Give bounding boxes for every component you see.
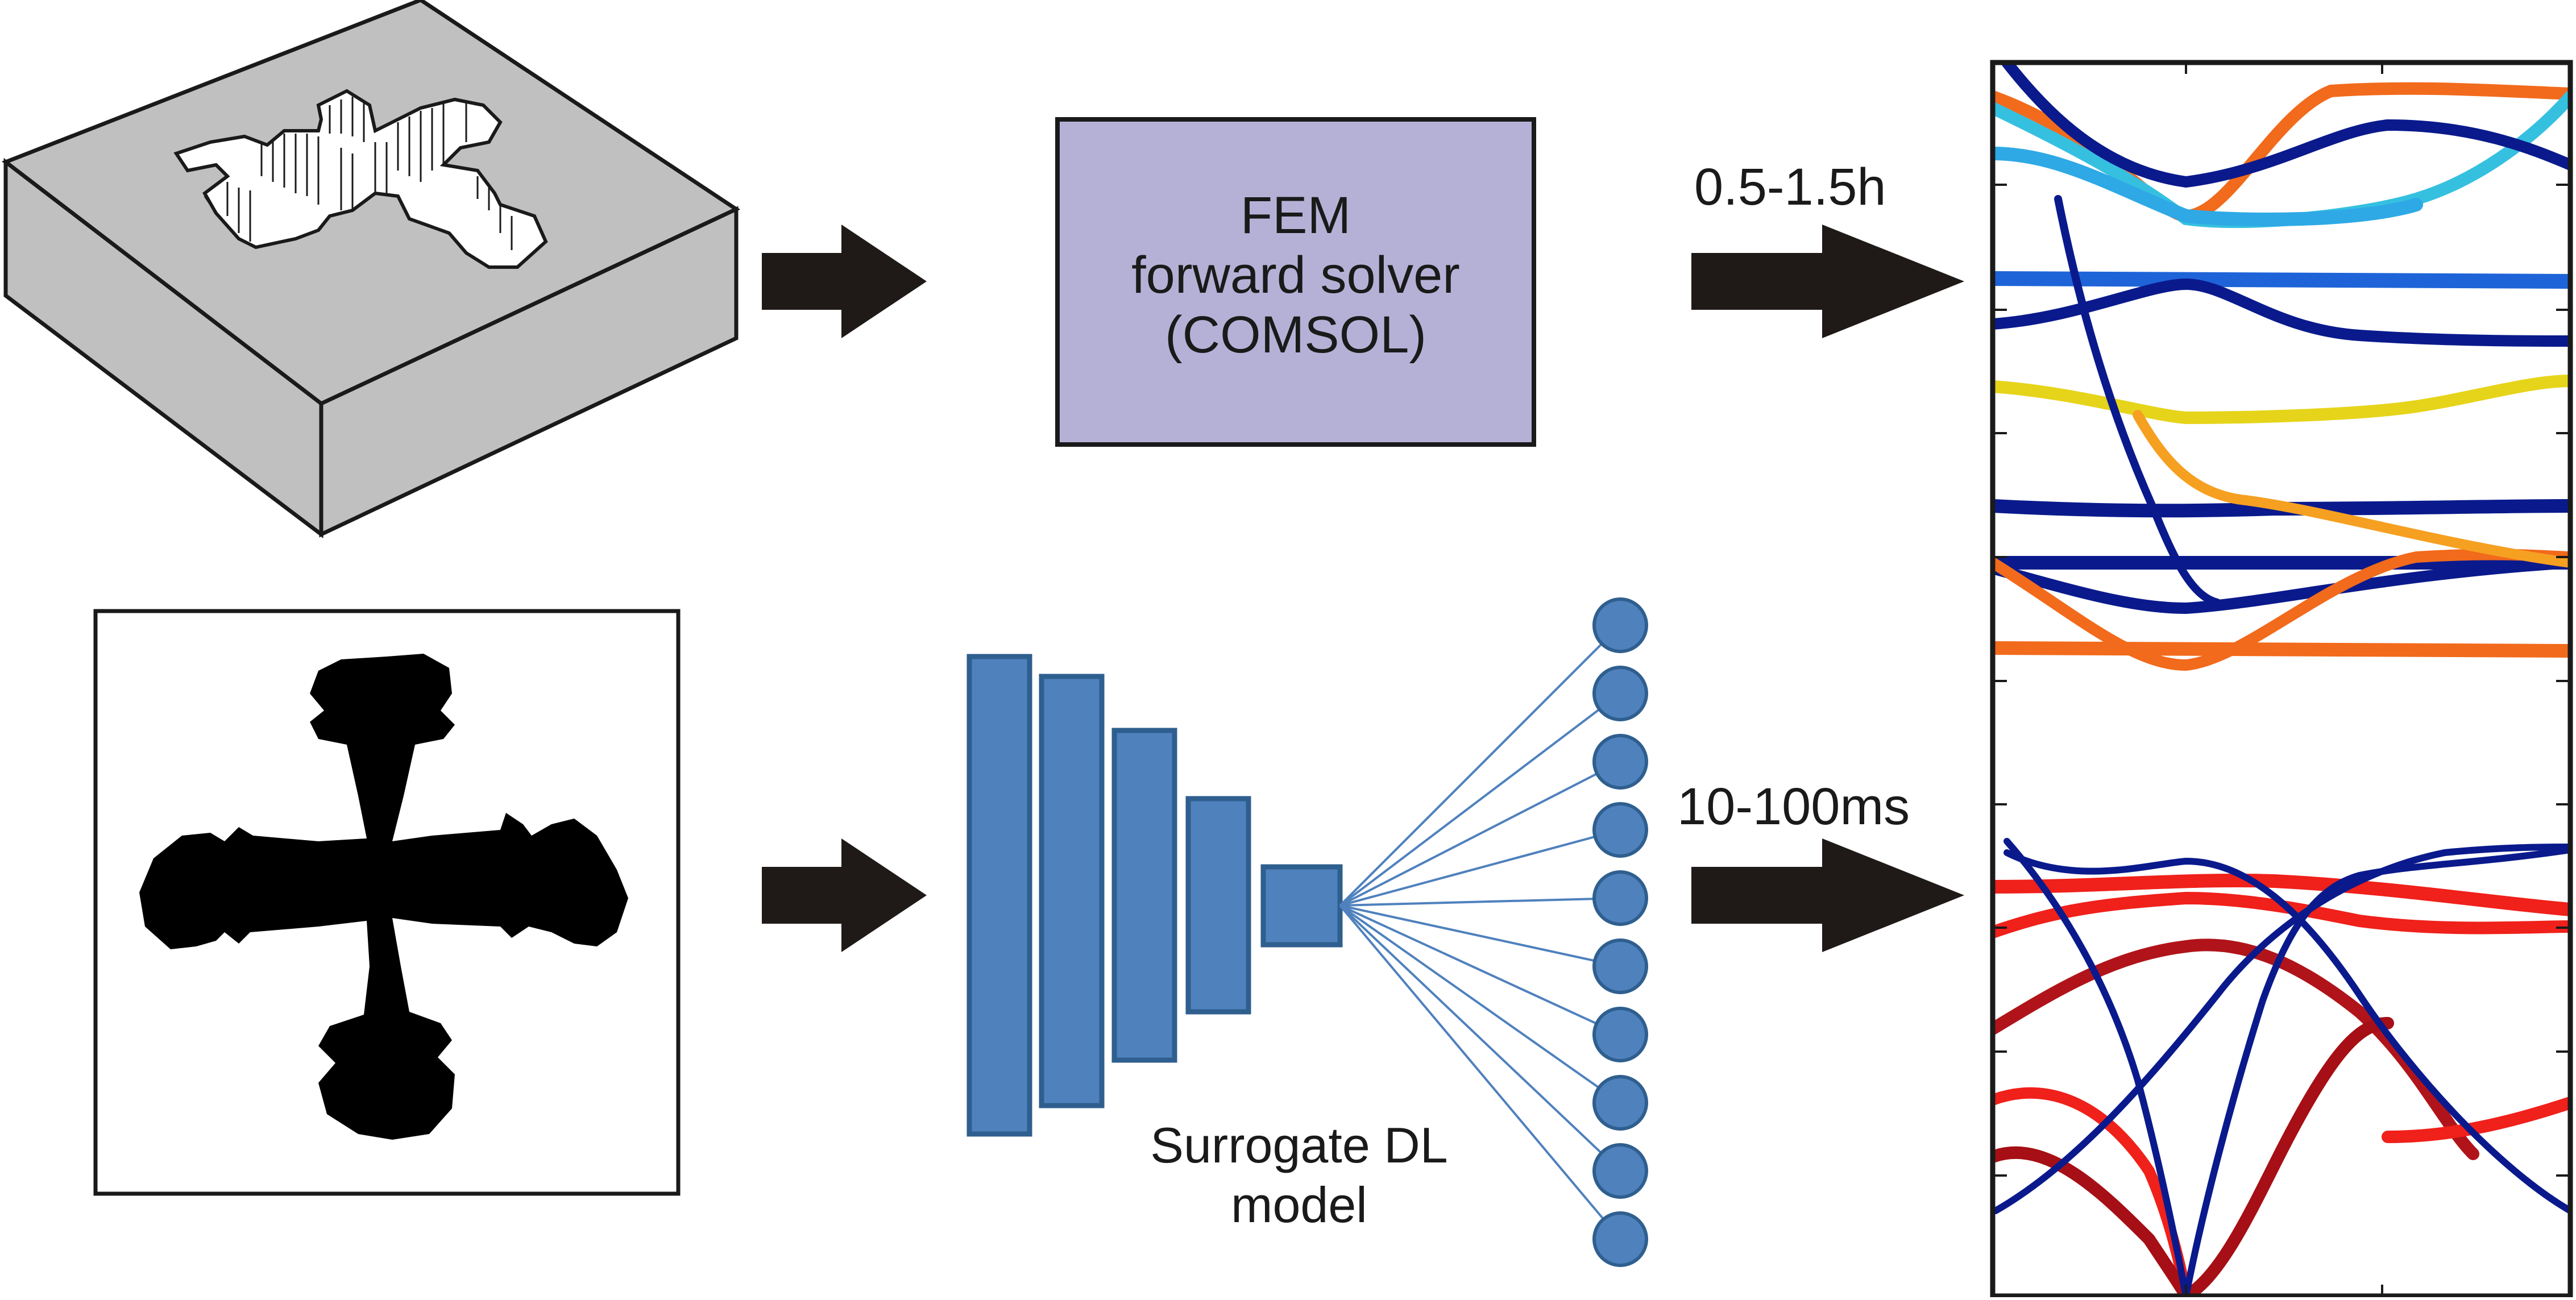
band-curve [1993,641,2570,658]
cross-pattern [139,654,628,1140]
fc-line [1339,904,1621,1036]
band-curve [1993,278,2570,347]
band-curve [2054,195,2221,607]
cnn-layer-2 [1039,674,1105,1108]
fc-line [1339,897,1621,907]
band-curve [1993,844,2570,1214]
fc-line [1339,761,1621,907]
arrow-slab-to-fem[interactable] [762,225,927,338]
band-curve [2001,63,2570,188]
fem-time-label: 0.5-1.5h [1694,158,1886,216]
output-node [1592,938,1648,994]
hole-wall-hatching [204,97,513,250]
band-curve [1993,271,2570,289]
band-plot-frame [1990,60,2573,1299]
fem-box-rect[interactable] [1055,117,1536,447]
band-plot-ticks [1993,63,2570,1296]
output-node [1592,597,1648,653]
band-curve [1993,891,2570,938]
unit-cell-2d-image [93,609,681,1196]
arrow-fem-to-bands[interactable] [1691,225,1964,338]
band-structure-plot [1990,60,2573,1299]
dl-time-label: 10-100ms [1677,778,1910,836]
fc-line [1339,624,1621,907]
output-node [1592,802,1648,858]
output-nodes [1592,597,1648,1267]
fc-line [1339,829,1621,907]
cnn-layer-3 [1111,728,1177,1063]
fully-connected-lines [1339,624,1621,1240]
slab-hole-cross [173,89,548,269]
dl-label-line2: model [1231,1177,1367,1233]
output-node [1592,1007,1648,1062]
output-node [1592,1075,1648,1131]
fc-line [1339,904,1621,1172]
fem-title: FEM [1241,186,1351,244]
arrow-image-to-dl[interactable] [762,838,927,952]
band-curve [1993,147,2423,226]
cnn-layer-4 [1185,796,1251,1015]
band-curve [1993,375,2570,425]
band-curve [1993,938,2479,1160]
dl-label-line1: Surrogate DL [1150,1117,1447,1173]
fem-software: (COMSOL) [1165,306,1426,364]
band-curve [2133,410,2570,568]
unit-cell-3d-slab [1,0,741,539]
output-node [1592,734,1648,790]
fc-line [1339,904,1621,1104]
band-curve [1993,1017,2394,1296]
cnn-layer-1 [966,654,1032,1137]
arrow-dl-to-bands[interactable] [1691,838,1964,952]
fc-line [1339,692,1621,907]
output-node [1592,870,1648,926]
band-curve [2003,838,2189,1296]
output-node [1592,1211,1648,1267]
band-curve [1993,873,2570,916]
band-curve [2382,1097,2570,1143]
cnn-layer-5 [1260,864,1343,948]
band-curve [2003,849,2570,1214]
output-node [1592,666,1648,721]
output-node [1592,1143,1648,1199]
fem-subtitle: forward solver [1131,246,1460,304]
surrogate-dl-model: Surrogate DL model [966,597,1648,1267]
slab-right-face [319,206,739,538]
fem-solver-box[interactable]: FEM forward solver (COMSOL) [1055,117,1536,447]
fc-line [1339,904,1621,1240]
fc-line [1339,904,1621,967]
band-curve [2183,846,2570,1296]
